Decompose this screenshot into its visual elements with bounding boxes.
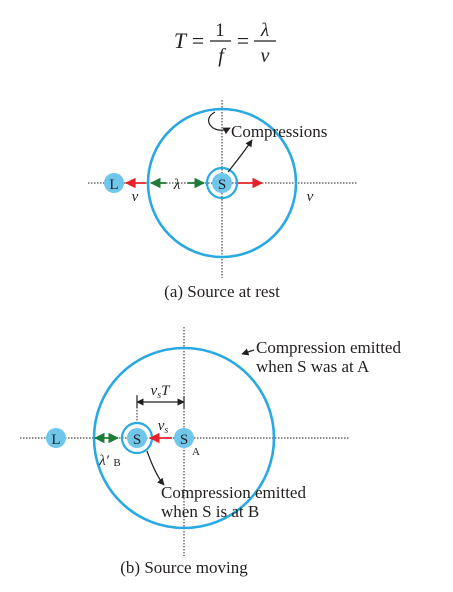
- panel-b-listener-label: L: [51, 432, 60, 448]
- panel-a-inner-wavefront: [205, 166, 239, 200]
- formula-equals-2: =: [237, 28, 249, 53]
- panel-b-vs-v: v: [158, 418, 165, 434]
- formula-lhs: T: [174, 28, 188, 53]
- panel-b-vst-v: v: [151, 383, 158, 399]
- panel-b-vst-t: T: [161, 383, 171, 399]
- panel-b-point-b-label: B: [113, 457, 120, 469]
- formula-frac1-denominator: f: [218, 45, 226, 67]
- panel-a-listener-label: L: [109, 177, 118, 193]
- panel-b-note-a-line2: when S was at A: [256, 357, 370, 376]
- formula-frac2-denominator: v: [261, 45, 270, 67]
- panel-b-vs-label: vs: [158, 418, 169, 436]
- formula-frac2-numerator: λ: [260, 20, 269, 41]
- formula-frac1-numerator: 1: [215, 20, 225, 41]
- panel-b-lambda-prime-label: λ′: [98, 453, 109, 469]
- panel-b-note-a-line1: Compression emitted: [256, 338, 401, 357]
- panel-b-note-b-line1: Compression emitted: [161, 483, 306, 502]
- panel-a-outer-wavefront: [146, 107, 298, 259]
- panel-a-inner-compression-pointer: [227, 139, 253, 173]
- panel-b-source-at-b-marker: [127, 428, 147, 448]
- panel-a-caption: (a) Source at rest: [164, 282, 280, 301]
- panel-b-source-at-a-marker: [174, 428, 194, 448]
- panel-a-compressions-label: Compressions: [231, 122, 327, 141]
- panel-b-listener-marker: [46, 428, 66, 448]
- panel-b-note-b-line2: when S is at B: [161, 502, 259, 521]
- panel-a-source-marker: [212, 173, 232, 193]
- panel-a-outer-compression-pointer: [208, 111, 231, 135]
- panel-a-source-at-rest: S L v v λ Compressions (a) Source at res…: [88, 100, 357, 301]
- panel-a-lambda-label: λ: [173, 177, 181, 193]
- panel-b-vs-sub: s: [164, 425, 168, 436]
- formula-equals-1: =: [192, 28, 204, 53]
- panel-b-vst-sub: s: [157, 390, 161, 401]
- panel-b-compression-b-pointer: [146, 450, 165, 486]
- panel-b-compression-a-pointer: [241, 348, 255, 356]
- panel-b-point-a-label: A: [192, 446, 200, 458]
- panel-a-listener-marker: [104, 173, 124, 193]
- panel-b-source-moving: L S B S A λ′ vs vsT Compression emitted …: [20, 327, 401, 577]
- panel-b-vst-label: vsT: [151, 383, 172, 401]
- panel-a-v-left-label: v: [132, 189, 139, 205]
- panel-a-v-right-label: v: [307, 189, 314, 205]
- panel-b-source-at-b-label: S: [133, 432, 141, 448]
- panel-b-caption: (b) Source moving: [120, 558, 248, 577]
- panel-a-source-label: S: [218, 177, 226, 193]
- panel-b-source-at-a-label: S: [180, 432, 188, 448]
- period-formula: T = 1 f = λ v: [174, 20, 276, 67]
